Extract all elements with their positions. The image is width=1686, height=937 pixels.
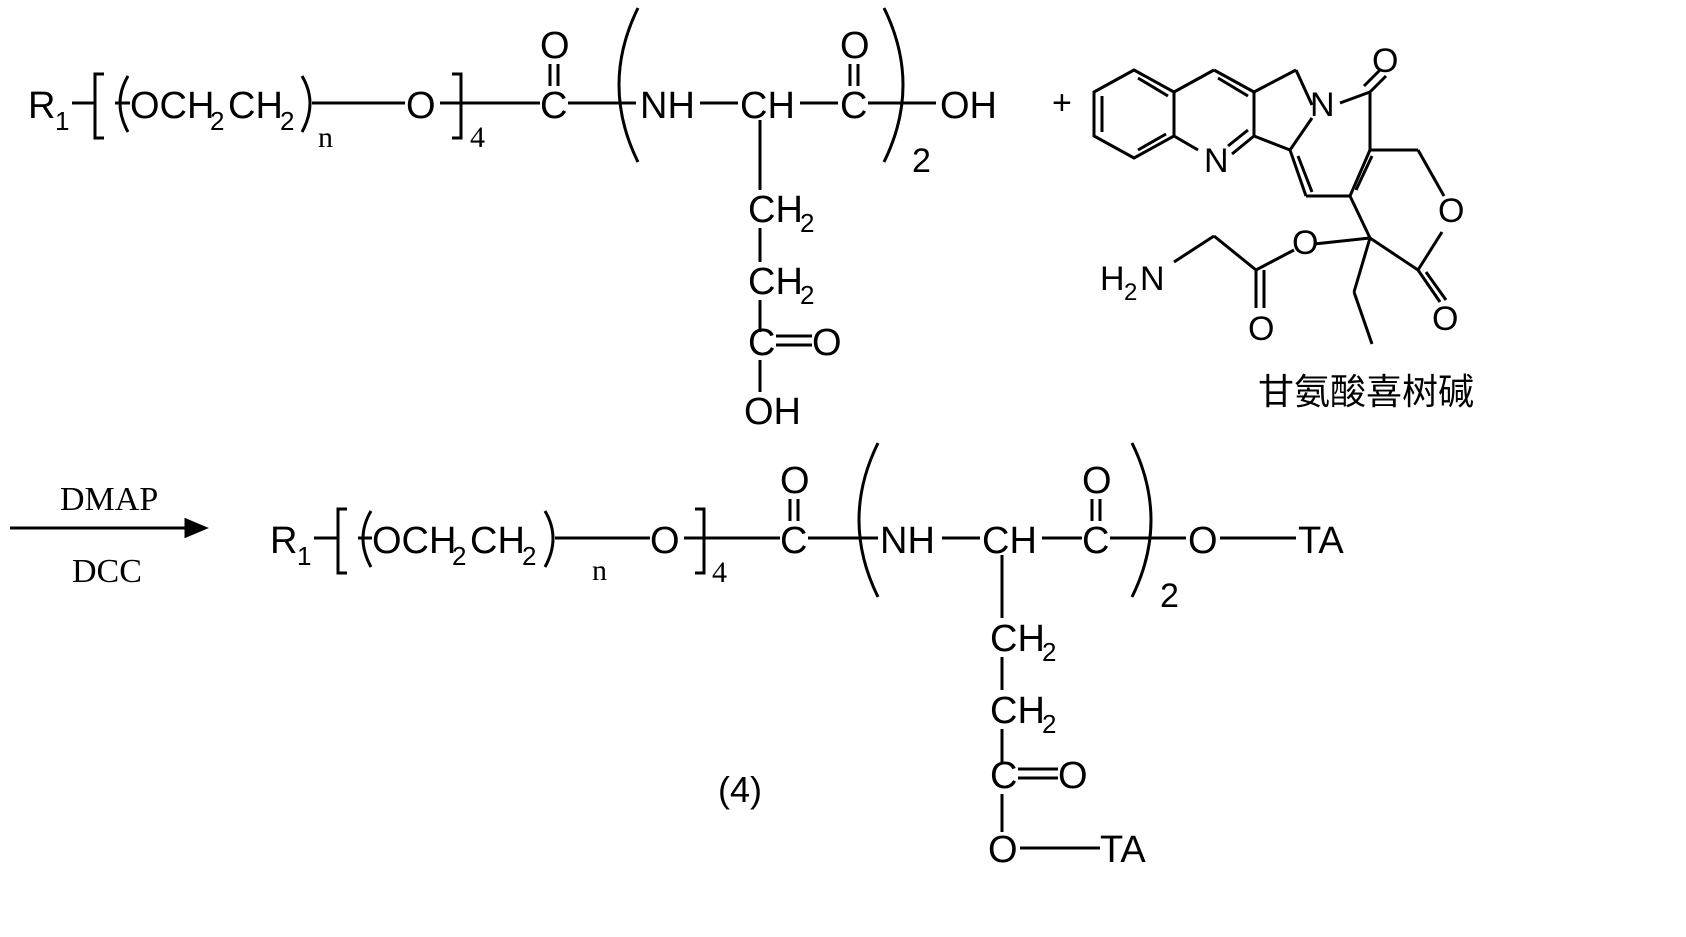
alpha-ch: CH <box>740 85 795 127</box>
product-side-ch2-a: CH <box>990 618 1045 660</box>
product-polymer: R 1 OCH 2 CH 2 n O 4 O C NH CH O C 2 O <box>270 443 1344 871</box>
bracket-open <box>95 74 104 138</box>
reagent-top: DMAP <box>60 481 158 518</box>
product-bracket-open <box>338 509 347 573</box>
paren-close <box>302 76 310 132</box>
side-ch2-a-subscript: 2 <box>800 208 814 238</box>
product-repeat-och: OCH <box>372 520 456 562</box>
reaction-arrow: DMAP DCC <box>10 481 205 590</box>
side-ch2-a: CH <box>748 189 803 231</box>
side-carbon: C <box>748 322 775 364</box>
glycine-camptothecin-structure: N N O O O O O <box>1094 42 1474 413</box>
glycine-carbonyl-oxygen: O <box>1248 310 1274 348</box>
two-subscript: 2 <box>912 142 931 180</box>
link-oxygen: O <box>406 85 436 127</box>
carbonyl-carbon: C <box>540 85 567 127</box>
product-side-ta: TA <box>1100 829 1146 871</box>
product-carbonyl-oxygen: O <box>780 460 810 502</box>
carbonyl-oxygen: O <box>540 25 570 67</box>
side-ch2-b: CH <box>748 261 803 303</box>
product-nh: NH <box>880 520 935 562</box>
end-oh: OH <box>940 85 997 127</box>
amine-hydrogen: H <box>1100 260 1125 298</box>
lactone-carbonyl-oxygen: O <box>1432 300 1458 338</box>
carbonyl-oxygen-2: O <box>840 25 870 67</box>
lactone-ring-oxygen: O <box>1438 192 1464 230</box>
product-carbonyl-carbon: C <box>780 520 807 562</box>
product-two-subscript: 2 <box>1160 577 1179 615</box>
product-repeat-ch: CH <box>470 520 525 562</box>
product-four-subscript: 4 <box>712 556 727 589</box>
compound-name-label: 甘氨酸喜树碱 <box>1258 372 1474 413</box>
product-end-oxygen: O <box>1188 520 1218 562</box>
four-subscript: 4 <box>470 121 485 154</box>
ch2-subscript: 2 <box>210 106 224 136</box>
product-n-subscript: n <box>592 554 607 587</box>
amine-subscript: 2 <box>1124 279 1137 306</box>
big-paren-open <box>619 8 638 162</box>
reactant-polymer: R 1 OCH 2 CH 2 n O 4 O C NH CH O C <box>28 8 997 433</box>
product-ch2-subscript-2: 2 <box>522 541 536 571</box>
product-side-ch2-a-subscript: 2 <box>1042 637 1056 667</box>
reagent-bottom: DCC <box>72 553 142 590</box>
product-side-oxygen: O <box>988 829 1018 871</box>
ring-nitrogen: N <box>1310 86 1335 124</box>
product-side-ch2-b: CH <box>990 690 1045 732</box>
side-ch2-b-subscript: 2 <box>800 280 814 310</box>
product-bracket-close <box>695 509 704 573</box>
ch2-subscript-2: 2 <box>280 106 294 136</box>
product-side-carbon: C <box>990 755 1017 797</box>
product-side-double-oxygen: O <box>1058 755 1088 797</box>
side-double-oxygen: O <box>812 322 842 364</box>
bracket-close <box>452 74 461 138</box>
repeat-unit-och: OCH <box>130 85 214 127</box>
benzene-ring <box>1094 70 1174 158</box>
product-link-oxygen: O <box>650 520 680 562</box>
r-subscript: 1 <box>55 106 69 136</box>
pyridine-nitrogen: N <box>1204 142 1229 180</box>
product-big-paren-open <box>859 443 878 597</box>
product-paren-close <box>545 511 553 567</box>
nh-group: NH <box>640 85 695 127</box>
repeat-unit-ch: CH <box>228 85 283 127</box>
compound-number-label: (4) <box>718 769 762 810</box>
product-carbonyl-oxygen-2: O <box>1082 460 1112 502</box>
arrow-head <box>186 520 205 536</box>
carbonyl-carbon-2: C <box>840 85 867 127</box>
r-group-label: R <box>28 85 55 127</box>
side-oh: OH <box>744 391 801 433</box>
product-r-group: R <box>270 520 297 562</box>
product-big-paren-close <box>1132 443 1151 597</box>
product-ch2-subscript: 2 <box>452 541 466 571</box>
n-subscript: n <box>318 121 333 154</box>
product-end-ta: TA <box>1298 520 1344 562</box>
amine-nitrogen: N <box>1140 260 1165 298</box>
product-r-subscript: 1 <box>297 541 311 571</box>
product-carbonyl-carbon-2: C <box>1082 520 1109 562</box>
product-alpha-ch: CH <box>982 520 1037 562</box>
plus-sign: + <box>1052 84 1072 122</box>
product-side-ch2-b-subscript: 2 <box>1042 709 1056 739</box>
big-paren-close <box>884 8 903 162</box>
